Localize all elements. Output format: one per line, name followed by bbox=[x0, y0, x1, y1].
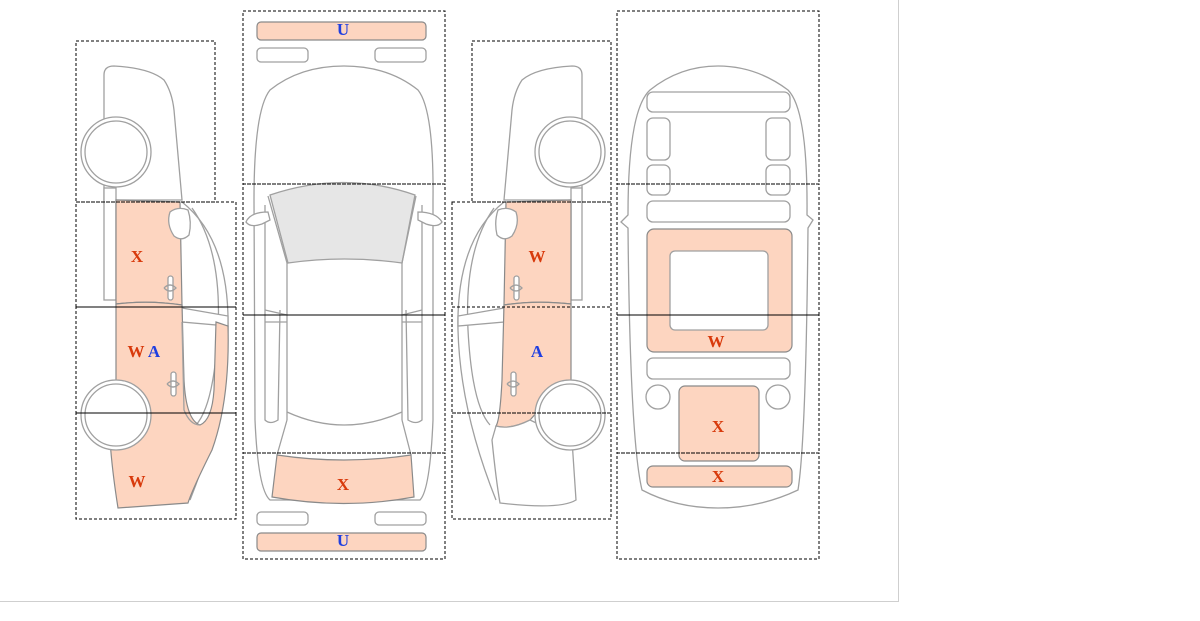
top-b-pillars bbox=[264, 309, 423, 323]
interior-rear-panel[interactable] bbox=[678, 385, 760, 462]
top-body bbox=[253, 65, 434, 501]
interior-seat-base-left bbox=[646, 164, 671, 196]
interior-seat-base-right bbox=[765, 164, 791, 196]
top-mirror-right bbox=[417, 211, 443, 227]
code-left-rear-door-w: W bbox=[128, 342, 145, 361]
diagram-frame bbox=[0, 0, 899, 602]
zone-top-windshield[interactable] bbox=[242, 183, 446, 316]
right-front-door-handle bbox=[509, 275, 523, 301]
zone-interior-tail[interactable] bbox=[616, 452, 820, 560]
left-front-door-handle bbox=[163, 275, 177, 301]
code-interior-rear-sill: X bbox=[712, 467, 725, 486]
right-b-pillar bbox=[457, 307, 505, 327]
top-front-light-left bbox=[256, 47, 309, 63]
top-c-pillars bbox=[276, 419, 412, 456]
interior-rear-mount-left bbox=[645, 384, 671, 410]
code-right-front-door: W bbox=[529, 247, 546, 266]
interior-front-seat-left bbox=[646, 117, 671, 161]
zone-right-rear-door[interactable] bbox=[451, 306, 612, 414]
code-left-rear-door-a: A bbox=[148, 342, 161, 361]
right-rear-door-handle bbox=[506, 371, 520, 397]
left-rear-door-panel[interactable] bbox=[109, 301, 229, 509]
right-door-frame bbox=[457, 201, 505, 501]
code-interior-floor: W bbox=[708, 332, 725, 351]
right-mirror bbox=[495, 207, 518, 240]
code-interior-rear-panel: X bbox=[712, 417, 725, 436]
left-mirror bbox=[168, 207, 191, 240]
top-rear-light-left bbox=[256, 511, 309, 526]
right-window-frame bbox=[466, 207, 495, 426]
zone-right-front-door[interactable] bbox=[451, 201, 612, 308]
top-right-door-line bbox=[405, 205, 423, 424]
interior-front-seat-right bbox=[765, 117, 791, 161]
interior-rear-crossbar bbox=[646, 357, 791, 380]
zone-interior-middle[interactable] bbox=[616, 183, 820, 316]
top-front-light-right bbox=[374, 47, 427, 63]
zone-right-rear-quarter[interactable] bbox=[451, 412, 612, 520]
left-sill bbox=[103, 187, 117, 301]
code-top-front-bumper: U bbox=[337, 20, 349, 39]
left-rear-door-edge bbox=[181, 321, 201, 426]
top-view: U X U bbox=[242, 10, 446, 560]
right-sill bbox=[570, 187, 583, 301]
top-a-pillar-right bbox=[401, 195, 417, 420]
top-trunk-lid[interactable] bbox=[271, 454, 415, 505]
right-front-wheel bbox=[538, 120, 602, 184]
code-top-rear-bumper: U bbox=[337, 531, 349, 550]
top-windshield bbox=[269, 181, 416, 264]
zone-top-rear[interactable] bbox=[242, 452, 446, 560]
top-left-door-line bbox=[264, 205, 281, 424]
interior-rear-sill[interactable] bbox=[646, 465, 793, 488]
top-a-pillar-left bbox=[267, 195, 288, 420]
interior-front-crossbar bbox=[646, 200, 791, 223]
top-front-bumper[interactable] bbox=[256, 21, 427, 41]
top-rear-window bbox=[286, 411, 403, 426]
interior-floor-opening bbox=[669, 250, 769, 331]
interior-dashboard bbox=[646, 91, 791, 113]
top-rear-bumper[interactable] bbox=[256, 532, 427, 552]
left-side-view: X W A W bbox=[75, 40, 237, 520]
interior-view: W X X bbox=[616, 10, 820, 560]
interior-rear-mount-right bbox=[765, 384, 791, 410]
right-side-view: W A bbox=[451, 40, 612, 520]
code-right-rear-door: A bbox=[531, 342, 544, 361]
code-left-front-door: X bbox=[131, 247, 144, 266]
zone-left-rear-quarter[interactable] bbox=[75, 412, 237, 520]
top-rear-light-right bbox=[374, 511, 427, 526]
left-rear-wheel bbox=[84, 383, 148, 447]
code-top-trunk: X bbox=[337, 475, 350, 494]
code-left-rear-quarter: W bbox=[129, 472, 146, 491]
right-rear-wheel bbox=[538, 383, 602, 447]
left-front-wheel bbox=[84, 120, 148, 184]
top-mirror-left bbox=[245, 211, 271, 227]
left-rear-door-handle bbox=[166, 371, 180, 397]
